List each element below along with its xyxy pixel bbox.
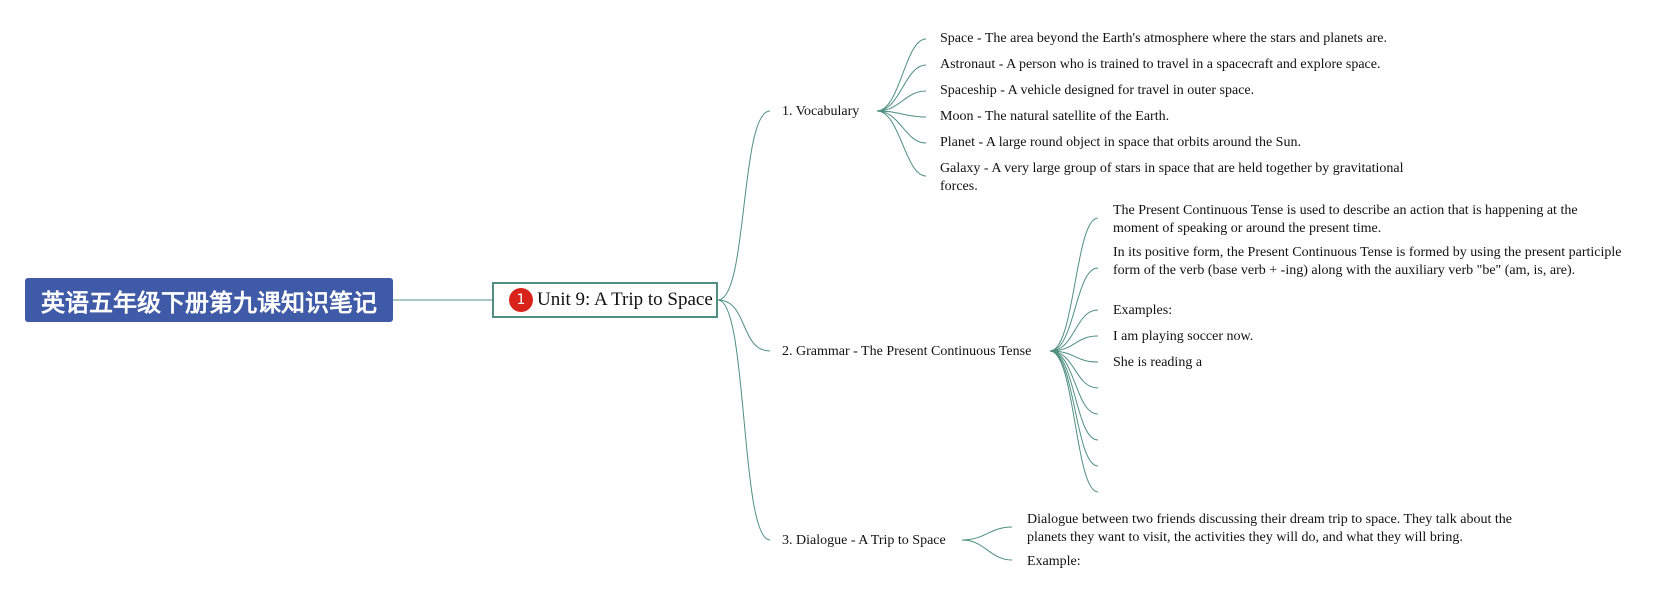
vocab-item-planet[interactable]: Planet - A large round object in space t… — [940, 135, 1301, 150]
link-grammar-10 — [1049, 350, 1099, 493]
grammar-item-example-2[interactable]: She is reading a — [1113, 355, 1203, 370]
link-vocab-3 — [876, 90, 927, 112]
link-grammar-2 — [1049, 267, 1099, 352]
grammar-item-definition[interactable]: The Present Continuous Tense is used to … — [1113, 203, 1578, 235]
vocab-item-astronaut[interactable]: Astronaut - A person who is trained to t… — [940, 57, 1381, 72]
link-unit-grammar — [717, 299, 771, 352]
link-grammar-4 — [1049, 335, 1099, 352]
link-dialogue-1 — [961, 526, 1013, 541]
dialogue-item-description[interactable]: Dialogue between two friends discussing … — [1027, 512, 1512, 544]
vocab-item-moon[interactable]: Moon - The natural satellite of the Eart… — [940, 109, 1170, 124]
link-unit-vocabulary — [717, 110, 771, 301]
root-title: 英语五年级下册第九课知识笔记 — [41, 288, 377, 317]
priority-badge-icon: 1 — [509, 288, 533, 312]
grammar-item-examples-label[interactable]: Examples: — [1113, 303, 1173, 318]
link-vocab-5 — [876, 110, 927, 144]
vocab-item-galaxy[interactable]: Galaxy - A very large group of stars in … — [940, 161, 1404, 194]
unit-node[interactable]: 1 Unit 9: A Trip to Space — [492, 282, 718, 318]
vocab-item-spaceship[interactable]: Spaceship - A vehicle designed for trave… — [940, 83, 1255, 98]
vocab-item-space[interactable]: Space - The area beyond the Earth's atmo… — [940, 31, 1387, 46]
link-grammar-6 — [1049, 350, 1099, 389]
dialogue-item-example-label[interactable]: Example: — [1027, 554, 1081, 569]
unit-title: Unit 9: A Trip to Space — [537, 289, 713, 310]
link-unit-dialogue — [717, 299, 771, 541]
link-vocab-6 — [876, 110, 927, 177]
link-dialogue-2 — [961, 539, 1013, 561]
link-grammar-8 — [1049, 350, 1099, 441]
link-grammar-3 — [1049, 309, 1099, 352]
root-node[interactable]: 英语五年级下册第九课知识笔记 — [25, 278, 393, 322]
grammar-item-positive-form[interactable]: In its positive form, the Present Contin… — [1113, 245, 1622, 278]
grammar-item-example-1[interactable]: I am playing soccer now. — [1113, 329, 1254, 344]
link-vocab-1 — [876, 38, 927, 112]
branch-vocabulary[interactable]: 1. Vocabulary — [782, 104, 860, 119]
branch-dialogue[interactable]: 3. Dialogue - A Trip to Space — [782, 533, 946, 548]
link-vocab-2 — [876, 64, 927, 112]
branch-grammar[interactable]: 2. Grammar - The Present Continuous Tens… — [782, 344, 1032, 359]
link-grammar-7 — [1049, 350, 1099, 415]
link-grammar-1 — [1049, 217, 1099, 352]
